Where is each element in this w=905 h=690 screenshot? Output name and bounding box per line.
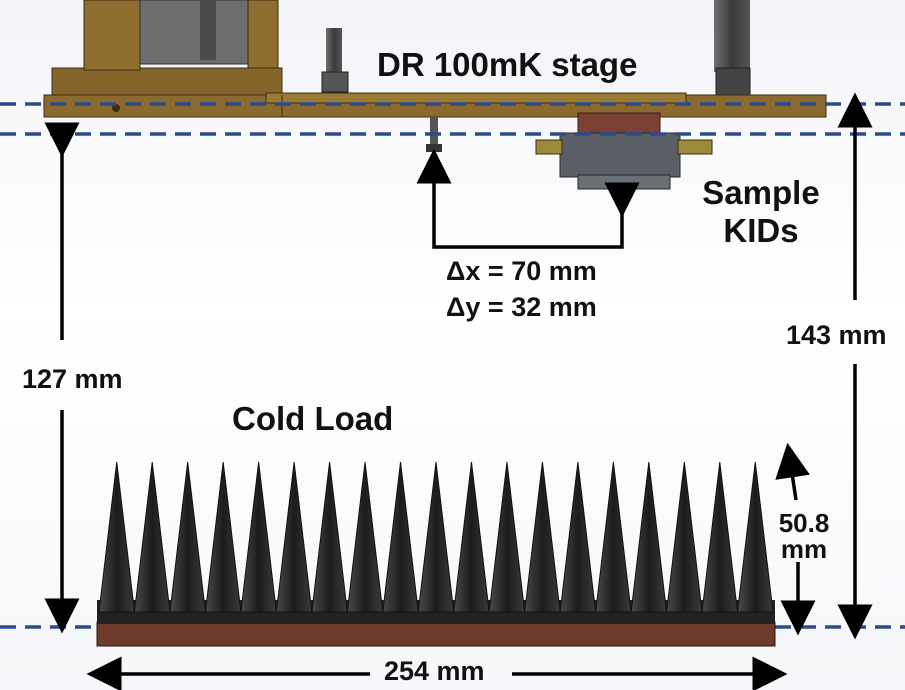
absorber-cone <box>595 461 632 613</box>
cold-load-base <box>96 621 776 647</box>
absorber-cone <box>736 461 774 613</box>
sample-kids-holder <box>535 112 713 190</box>
absorber-cone <box>311 461 348 613</box>
absorber-cone <box>204 461 242 613</box>
absorber-cone <box>488 461 526 613</box>
width-label: 254 mm <box>384 656 485 686</box>
absorber-cone <box>701 461 739 613</box>
absorber-cone <box>98 461 136 613</box>
delta-y-label: Δy = 32 mm <box>446 292 597 322</box>
dimension-arrows <box>44 92 873 690</box>
stage-label: DR 100mK stage <box>377 46 638 83</box>
absorber-cone <box>382 461 419 613</box>
absorber-cone <box>169 461 206 613</box>
cone-height-value: 50.8 <box>778 508 830 538</box>
delta-x-label: Δx = 70 mm <box>446 256 597 286</box>
cone-height-unit: mm <box>780 534 828 564</box>
absorber-cone <box>524 461 561 613</box>
absorber-cone <box>630 461 668 613</box>
cone-height-arrow-up <box>775 442 810 501</box>
absorber-cone <box>275 461 313 613</box>
absorber-cone <box>133 461 171 613</box>
absorber-cones <box>98 461 774 613</box>
cold-load <box>96 461 776 647</box>
sample-kids-label-line1: Sample <box>702 174 820 211</box>
absorber-cone <box>417 461 455 613</box>
cold-load-label: Cold Load <box>232 400 394 437</box>
height-right-label: 143 mm <box>786 320 887 350</box>
absorber-cone <box>559 461 597 613</box>
absorber-cone <box>453 461 490 613</box>
sample-kids-label-line2: KIDs <box>723 212 799 249</box>
absorber-cone <box>666 461 703 613</box>
cone-height-label: 50.8 mm <box>772 510 836 562</box>
absorber-cone <box>240 461 277 613</box>
offset-arrow <box>416 148 640 249</box>
dr-stage-assembly <box>43 0 827 152</box>
sample-kids-label: Sample KIDs <box>690 174 832 250</box>
absorber-cone <box>346 461 384 613</box>
height-left-label: 127 mm <box>22 364 123 394</box>
